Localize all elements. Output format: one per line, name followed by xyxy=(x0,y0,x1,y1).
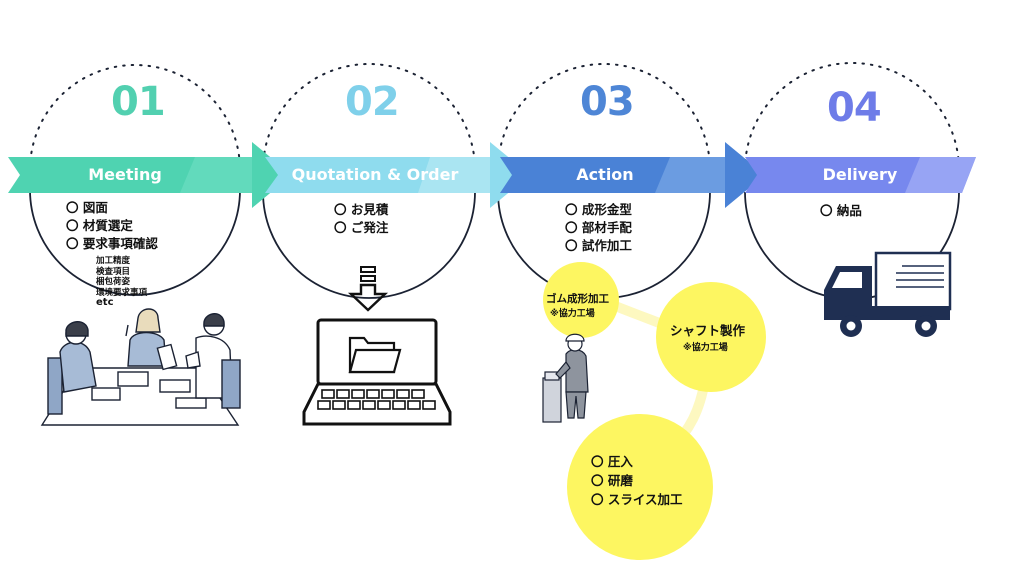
bubble-rubber-title: ゴム成形加工 xyxy=(546,293,609,305)
step-number-03: 03 xyxy=(580,79,635,125)
circle-02 xyxy=(262,63,476,299)
bubble-shaft-sub: ※協力工場 xyxy=(683,343,728,353)
arrow-01-tail-highlight xyxy=(180,157,252,193)
step-number-02: 02 xyxy=(345,79,400,125)
bubble-rubber xyxy=(543,262,619,338)
delivery-truck-icon xyxy=(824,251,952,337)
step-number-01: 01 xyxy=(111,79,166,125)
circle-01 xyxy=(29,64,241,296)
action-items: 〇 成形金型 〇 部材手配 〇 試作加工 xyxy=(565,201,632,255)
factory-worker-illustration xyxy=(542,333,589,423)
list-item: 〇 部材手配 xyxy=(565,220,632,235)
bubble-shaft-title: シャフト製作 xyxy=(670,323,746,338)
list-item: 〇 スライス加工 xyxy=(591,492,683,507)
arrow-04-tail-highlight xyxy=(905,157,976,193)
laptop-download-icon xyxy=(302,266,452,426)
list-item: 〇 成形金型 xyxy=(565,202,632,217)
stage-label-meeting: Meeting xyxy=(88,165,162,184)
list-item: 加工精度 xyxy=(96,256,131,266)
list-item: 〇 お見積 xyxy=(334,202,389,217)
list-item: 〇 材質選定 xyxy=(66,218,133,233)
list-item: etc xyxy=(96,297,114,308)
list-item: 〇 図面 xyxy=(66,200,108,215)
list-item: 〇 納品 xyxy=(820,203,862,218)
meeting-people-illustration xyxy=(40,308,241,426)
list-item: 環境要求事項 xyxy=(96,287,148,298)
stage-label-delivery: Delivery xyxy=(822,165,898,184)
arrow-03-tail-highlight xyxy=(655,157,725,193)
stage-label-action: Action xyxy=(576,165,634,184)
action-bubbles xyxy=(543,262,766,560)
list-item: 〇 研磨 xyxy=(591,473,633,488)
bubble-rubber-sub: ※協力工場 xyxy=(550,309,595,319)
list-item: 梱包荷姿 xyxy=(96,277,131,287)
list-item: 〇 ご発注 xyxy=(334,220,389,235)
step-number-04: 04 xyxy=(827,85,882,131)
delivery-items: 〇 納品 xyxy=(820,202,862,220)
list-item: 検査項目 xyxy=(96,266,131,277)
bubble-process-items: 〇 圧入 〇 研磨 〇 スライス加工 xyxy=(591,452,682,509)
list-item: 〇 要求事項確認 xyxy=(66,236,158,251)
meeting-sub-items: 加工精度 検査項目 梱包荷姿 環境要求事項 etc xyxy=(96,256,147,309)
meeting-items: 〇 図面 〇 材質選定 〇 要求事項確認 xyxy=(66,199,158,253)
quotation-items: 〇 お見積 〇 ご発注 xyxy=(334,201,388,237)
list-item: 〇 圧入 xyxy=(591,454,633,469)
bubble-process xyxy=(567,414,713,560)
list-item: 〇 試作加工 xyxy=(565,238,632,253)
stage-label-quotation: Quotation & Order xyxy=(291,165,459,184)
arrow-band xyxy=(8,142,976,208)
arrow-02-tail-highlight xyxy=(418,157,490,193)
bubble-shaft xyxy=(656,282,766,392)
